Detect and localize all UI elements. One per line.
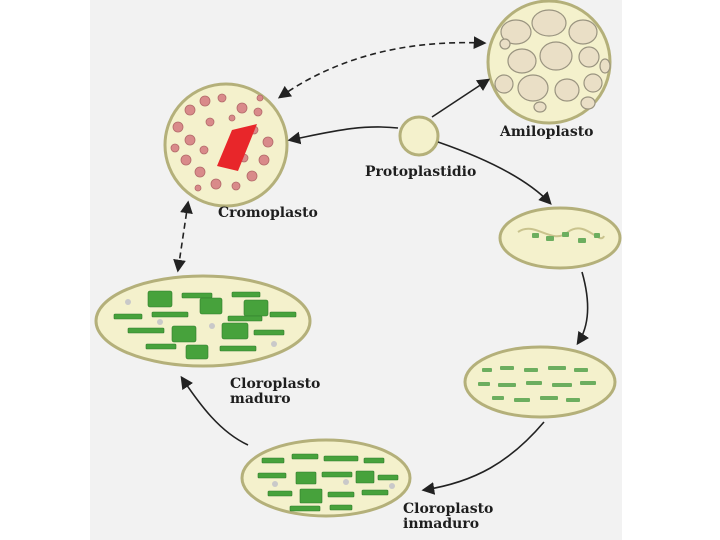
arrow-protoplastid-to-immature-chloroplast	[437, 141, 552, 205]
arrow-protoplastid-to-chromoplast	[287, 126, 399, 145]
immature-chloroplast-stage-2	[463, 345, 617, 419]
arrow-immature-stage-2-to-immature	[421, 421, 545, 495]
immature-chloroplast-stage-1	[498, 206, 622, 270]
arrow-protoplastid-to-amyloplast	[431, 78, 491, 118]
protoplastid-label: Protoplastidio	[365, 164, 477, 180]
amyloplast-label: Amiloplasto	[500, 124, 594, 140]
mature-chloroplast-label-line-1: Cloroplasto	[230, 376, 321, 392]
arrow-dashed-chromoplast-mature-chloroplast	[173, 200, 193, 273]
chromoplast-organelle	[163, 82, 289, 208]
mature-chloroplast-label-line-2: maduro	[230, 391, 291, 407]
immature-chloroplast-organelle	[240, 438, 412, 518]
arrow-dashed-chromoplast-amyloplast	[277, 36, 487, 99]
protoplastid-organelle	[398, 115, 440, 157]
arrow-immature-to-mature	[180, 375, 249, 446]
mature-chloroplast-organelle	[94, 274, 312, 368]
arrow-immature-stage-1-to-2	[576, 271, 590, 346]
immature-chloroplast-label-line-1: Cloroplasto	[403, 501, 494, 517]
chromoplast-label: Cromoplasto	[218, 205, 318, 221]
mature-chloroplast-label: Cloroplasto maduro	[230, 377, 320, 407]
amyloplast-organelle	[486, 0, 612, 125]
immature-chloroplast-label-line-2: inmaduro	[403, 516, 480, 532]
immature-chloroplast-label: Cloroplasto inmaduro	[403, 502, 493, 532]
